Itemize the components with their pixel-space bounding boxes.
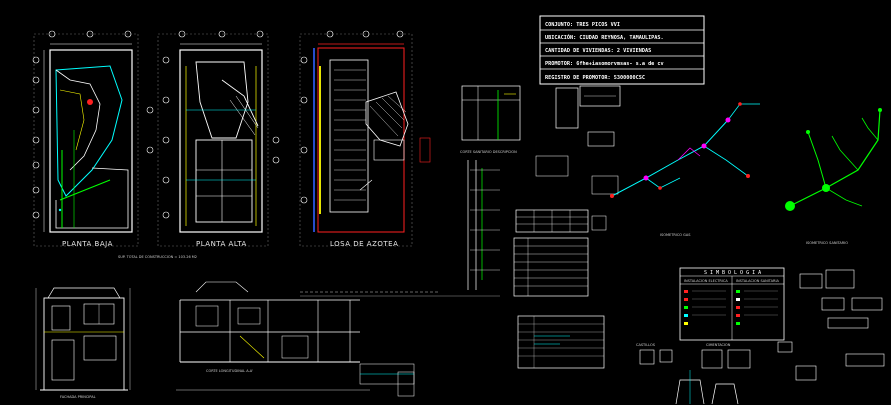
symbology-col2: INSTALACION SANITARIA [736,279,780,283]
label-planta-baja: PLANTA BAJA [62,240,113,248]
title-block-line-4: PROMOTOR: 6fhe+iasomorvmsas- s.a de cv [545,61,664,67]
plan-planta-baja: PLANTA BAJA [32,30,154,248]
structural-details [777,269,885,381]
foundation-details: CASTILLOS CIMENTACION [636,343,751,405]
label-isometrico-gas: ISOMETRICO GAS [660,233,691,237]
label-castillos: CASTILLOS [636,343,656,347]
plans-footnote: SUP. TOTAL DE CONSTRUCCION = 103.26 M2 [118,255,197,259]
isometric-gas: ISOMETRICO GAS [610,102,760,237]
title-block-line-5: REGISTRO DE PROMOTOR: 5300000CSC [545,75,645,81]
title-block-line-3: CANTIDAD DE VIVIENDAS: 2 VIVIENDAS [545,48,651,54]
label-cimentacion: CIMENTACION [706,343,731,347]
facade-principal: FACHADA PRINCIPAL [35,287,131,399]
title-block-line-1: CONJUNTO: TRES PICOS VVI [545,22,620,28]
label-planta-alta: PLANTA ALTA [196,240,247,248]
label-isometrico-sanitario: ISOMETRICO SANITARIO [806,241,848,245]
label-fachada: FACHADA PRINCIPAL [60,395,96,399]
title-block: CONJUNTO: TRES PICOS VVI UBICACIÓN: CIUD… [539,15,705,85]
title-block-line-2: UBICACIÓN: CIUDAD REYNOSA, TAMAULIPAS. [545,34,664,41]
sanitary-details: CORTE SANITARIO DESCRIPCION [460,85,621,290]
isometric-sanitary: ISOMETRICO SANITARIO [785,108,882,245]
symbology-table: SIMBOLOGIA INSTALACION ELECTRICA INSTALA… [679,267,785,341]
section-corte: CORTE LONGITUDINAL A-A' [176,281,440,397]
plan-losa-azotea: LOSA DE AZOTEA [299,30,431,248]
label-corte-sanitario: CORTE SANITARIO DESCRIPCION [460,150,517,154]
plan-planta-alta: PLANTA ALTA [157,30,280,248]
fixture-tables [513,209,607,369]
label-losa-azotea: LOSA DE AZOTEA [330,240,398,248]
symbology-col1: INSTALACION ELECTRICA [684,279,728,283]
label-corte: CORTE LONGITUDINAL A-A' [206,369,253,373]
symbology-header: SIMBOLOGIA [704,270,764,276]
